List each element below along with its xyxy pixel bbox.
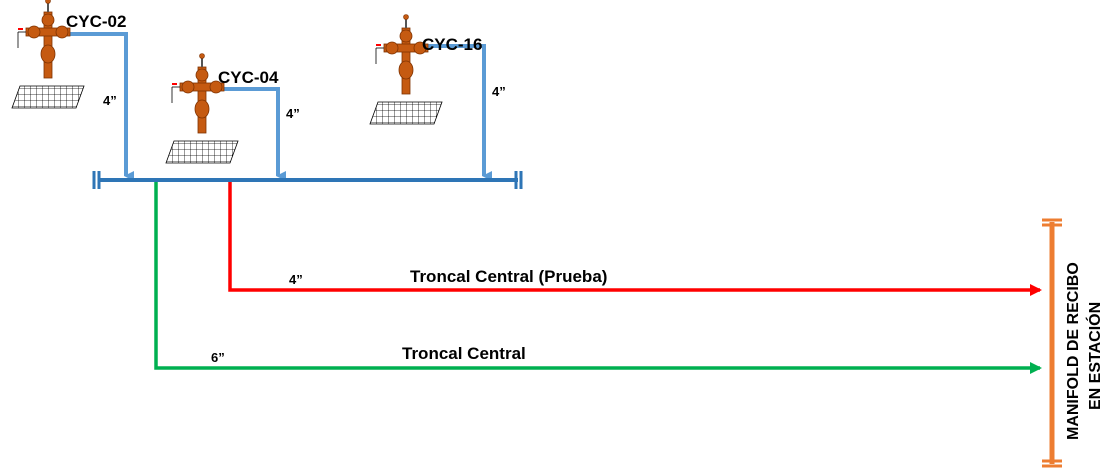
wellhead-cyc-16-icon [369, 14, 443, 125]
flowline-cyc-16 [418, 44, 492, 181]
flowline-cyc-04 [220, 87, 286, 181]
pipe-size-cyc-16: 4” [492, 84, 506, 99]
flowline-cyc-02 [66, 32, 134, 181]
test-line-label: Troncal Central (Prueba) [410, 267, 607, 286]
manifold-label-line2: EN ESTACIÓN [1085, 302, 1104, 410]
main-line-size: 6” [211, 350, 225, 365]
pipe-size-cyc-04: 4” [286, 106, 300, 121]
main-line-label: Troncal Central [402, 344, 526, 363]
test-line-size: 4” [289, 272, 303, 287]
well-label-cyc-16: CYC-16 [422, 35, 482, 54]
well-label-cyc-02: CYC-02 [66, 12, 126, 31]
test-trunk-line [228, 182, 1042, 296]
manifold-label-line1: MANIFOLD DE RECIBO [1065, 262, 1082, 440]
well-label-cyc-04: CYC-04 [218, 68, 279, 87]
pipe-size-cyc-02: 4” [103, 93, 117, 108]
main-trunk-line [154, 182, 1042, 374]
